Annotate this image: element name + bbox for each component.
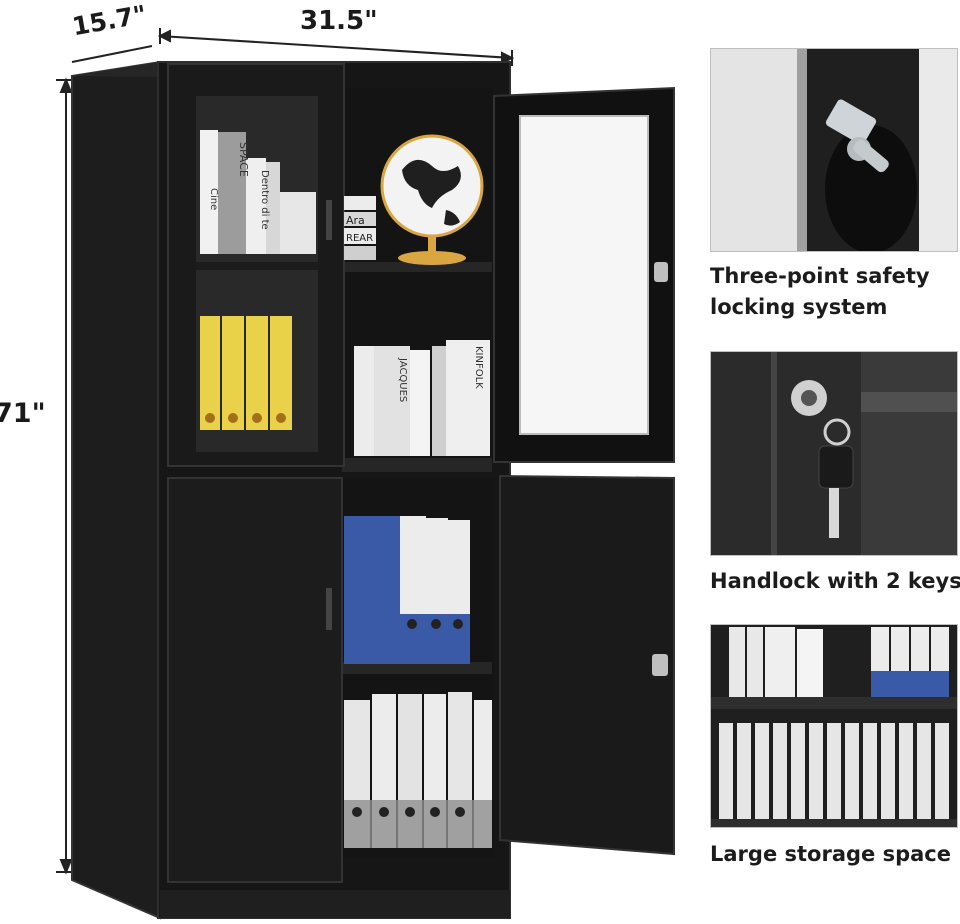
book-spine-text: KINFOLK xyxy=(473,346,484,389)
book-spine-text: Ara xyxy=(346,214,365,227)
blue-binders xyxy=(344,516,470,664)
left-solid-door xyxy=(167,477,343,883)
lock-mechanism-icon xyxy=(825,99,889,173)
dimension-lines xyxy=(56,28,515,875)
door-lock-icon xyxy=(654,262,668,282)
width-dimension-label: 31.5" xyxy=(300,6,378,36)
book-spine-text: REAR xyxy=(346,233,373,244)
books-upper-left xyxy=(200,130,316,254)
book-spine-text: Cine xyxy=(208,188,219,210)
books-middle xyxy=(354,340,490,456)
cabinet-illustration: SPACE Dentro di te Cine Ara REAR JACQUES… xyxy=(56,28,675,920)
feature-caption-line: locking system xyxy=(710,295,888,319)
binders-top-row xyxy=(729,627,949,697)
key-detail-photo xyxy=(710,351,958,556)
feature-caption-handlock: Handlock with 2 keys xyxy=(710,566,960,597)
book-spine-text: JACQUES xyxy=(397,357,408,402)
binders-bottom-row xyxy=(719,723,949,819)
lock-detail-photo xyxy=(710,48,958,252)
door-handle xyxy=(326,200,332,240)
feature-caption-locking: Three-point safety locking system xyxy=(710,261,930,323)
cabinet-side-panel xyxy=(71,60,161,920)
shelf xyxy=(342,662,492,674)
book-spine-text: Dentro di te xyxy=(259,170,270,230)
shelf xyxy=(342,458,492,472)
door-handle xyxy=(326,588,332,630)
right-solid-door xyxy=(499,474,675,856)
key-icon xyxy=(791,380,854,538)
storage-detail-photo xyxy=(710,624,958,828)
height-dimension-label: 71" xyxy=(0,398,46,429)
grey-binders xyxy=(344,692,492,848)
globe xyxy=(380,134,484,265)
feature-caption-line: Handlock with 2 keys xyxy=(710,569,960,593)
feature-caption-line: Three-point safety xyxy=(710,264,930,288)
yellow-binders xyxy=(200,316,292,430)
feature-caption-line: Large storage space xyxy=(710,842,951,866)
door-lock-icon xyxy=(652,654,668,676)
books-stack-upper-middle xyxy=(344,196,376,260)
book-spine-text: SPACE xyxy=(237,142,250,177)
shelf xyxy=(342,262,492,272)
feature-caption-storage: Large storage space xyxy=(710,839,951,870)
